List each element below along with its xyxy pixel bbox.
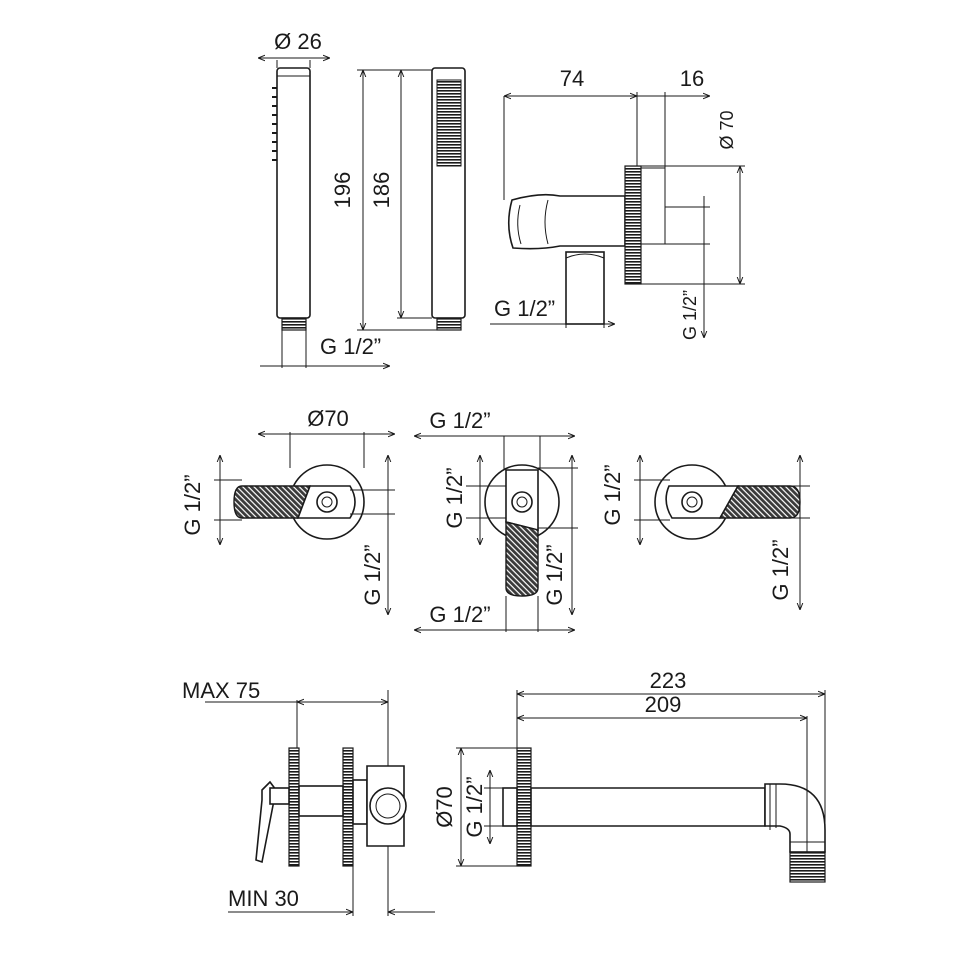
mixer-center-cap [511,491,533,513]
handshower-thread-label: G 1/2” [320,334,381,359]
handshower-diameter-label: Ø 26 [274,29,322,54]
mixer-right-cap [681,491,703,513]
handshower-front-thread [436,317,462,331]
spout-diameter-label: Ø70 [432,786,457,828]
valve-min-label: MIN 30 [228,886,299,911]
mixer-center-view: G 1/2” G 1/2” G 1/2” G 1/2” [414,408,578,632]
spout-pipe [530,787,766,827]
mixer-left-thread-left-label: G 1/2” [180,474,205,535]
valve-spindle [298,785,344,817]
spout-inner-length-label: 209 [645,692,682,717]
handshower-view: Ø 26 196 186 G 1/2” [258,29,466,368]
spout-rosette [516,747,532,867]
holder-view: 74 16 Ø 70 G 1/2” G 1/2” [490,66,745,340]
mixer-left-view: Ø70 G 1/2” G 1/2” [180,406,395,615]
mixer-right-thread-left-label: G 1/2” [600,464,625,525]
mixer-center-lever-grip [505,521,539,597]
valve-collar [352,779,368,825]
spout-outlet-thread [789,851,826,883]
mixer-center-thread-left-label: G 1/2” [442,467,467,528]
holder-depth-label: 74 [560,66,584,91]
handshower-body-length-label: 186 [369,172,394,209]
valve-rosette-front [288,747,300,867]
valve-max-label: MAX 75 [182,678,260,703]
mixer-left-thread-right-label: G 1/2” [360,544,385,605]
valve-side-view: MAX 75 MIN 30 [182,678,435,916]
mixer-center-thread-top-label: G 1/2” [429,408,490,433]
handshower-side-thread [281,317,307,331]
holder-diameter-label: Ø 70 [717,110,737,149]
mixer-center-thread-right-label: G 1/2” [542,544,567,605]
valve-lever-hub [269,787,290,805]
mixer-left-diameter-label: Ø70 [307,406,349,431]
holder-arm [507,193,626,250]
valve-rosette-back [342,747,354,867]
handshower-side-body [276,67,311,319]
spout-thread-label: G 1/2” [462,776,487,837]
spout-connector [502,787,518,827]
handshower-spray-face [436,79,462,167]
mixer-left-cap [316,491,338,513]
holder-flange [624,165,642,285]
valve-port [369,787,407,825]
holder-outlet [565,251,605,325]
holder-wall-thread-label: G 1/2” [680,290,700,340]
spout-total-length-label: 223 [650,668,687,693]
mixer-right-view: G 1/2” G 1/2” [600,455,810,610]
mixer-left-lever-grip [233,485,312,519]
holder-flange-label: 16 [680,66,704,91]
handshower-total-length-label: 196 [330,172,355,209]
spout-view: 223 209 Ø70 G 1/2” [432,668,826,883]
mixer-right-thread-right-label: G 1/2” [768,539,793,600]
handshower-side-nozzles [272,87,277,161]
holder-outlet-thread-label: G 1/2” [494,296,555,321]
mixer-center-thread-bottom-label: G 1/2” [429,602,490,627]
